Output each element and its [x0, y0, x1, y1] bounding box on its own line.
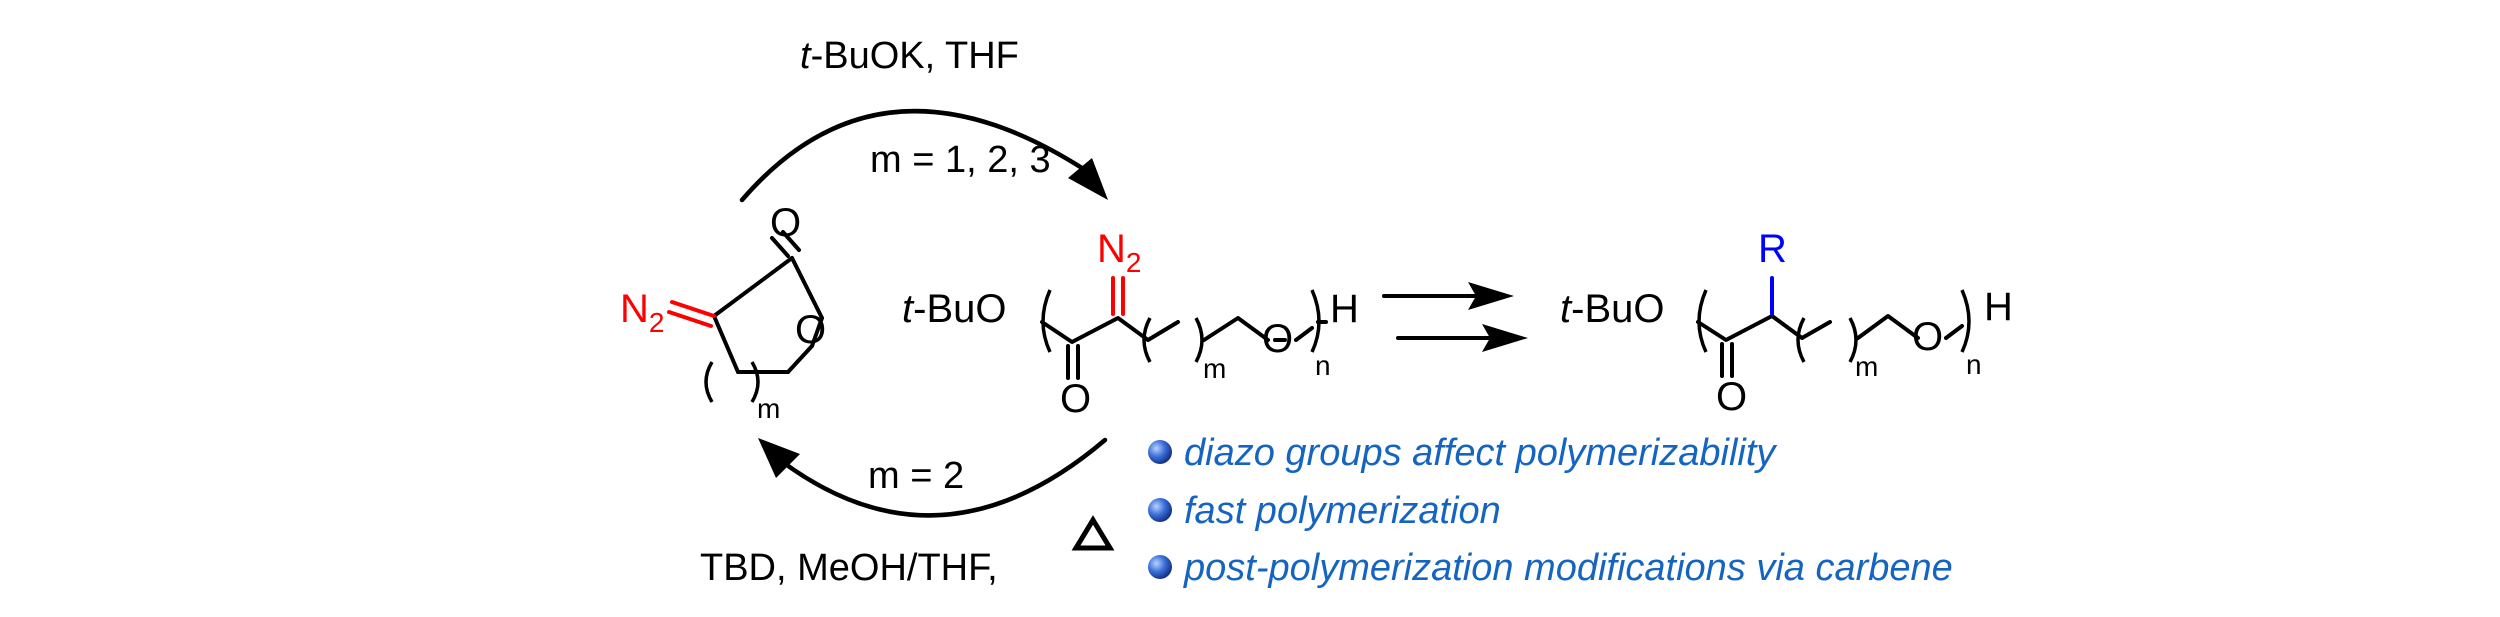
monomer-carbonyl-O: O [770, 201, 801, 245]
bottom-reagents: TBD, MeOH/THF, [700, 547, 998, 589]
bottom-condition: m = 2 [868, 455, 964, 497]
polymer1-structure [1040, 276, 1328, 380]
monomer-diazo: N2 [620, 287, 664, 338]
polymer2-end-H: H [1984, 285, 2013, 329]
feature-list: diazo groups affect polymerizability fas… [1148, 432, 1953, 589]
polymer1-end-H: H [1330, 287, 1359, 331]
polymer2-substituent-R: R [1758, 227, 1787, 271]
feature-item: post-polymerization modifications via ca… [1183, 547, 1953, 589]
heat-triangle-icon [1071, 515, 1115, 551]
top-curved-arrow [739, 108, 1108, 203]
monomer-repeat-m: m [757, 393, 780, 424]
polymer2-endgroup: t-BuO [1560, 287, 1664, 331]
monomer-structure [667, 230, 824, 403]
bullet-icon [1148, 498, 1172, 522]
bullet-icon [1148, 555, 1172, 579]
bottom-curved-arrow [758, 437, 1108, 518]
top-reagents: t-BuOK, THF [800, 35, 1019, 77]
feature-item: fast polymerization [1184, 490, 1501, 532]
polymer2-chain-O: O [1912, 315, 1943, 359]
modification-arrows [1382, 282, 1528, 352]
polymer1-chain-O: O [1262, 317, 1293, 361]
polymer2-n: n [1966, 349, 1982, 380]
polymer1-endgroup: t-BuO [902, 287, 1006, 331]
polymer1-repeat-m: m [1203, 353, 1226, 384]
polymer2-repeat-m: m [1855, 351, 1878, 382]
polymer1-n: n [1315, 350, 1331, 381]
monomer-ring-O: O [795, 308, 826, 352]
bullet-icon [1148, 440, 1172, 464]
polymer2-structure [1696, 276, 1971, 378]
feature-item: diazo groups affect polymerizability [1184, 432, 1777, 474]
top-condition: m = 1, 2, 3 [870, 139, 1051, 181]
polymer1-carbonyl-O: O [1060, 377, 1091, 421]
polymer2-carbonyl-O: O [1716, 375, 1747, 419]
polymer1-diazo: N2 [1097, 227, 1141, 278]
